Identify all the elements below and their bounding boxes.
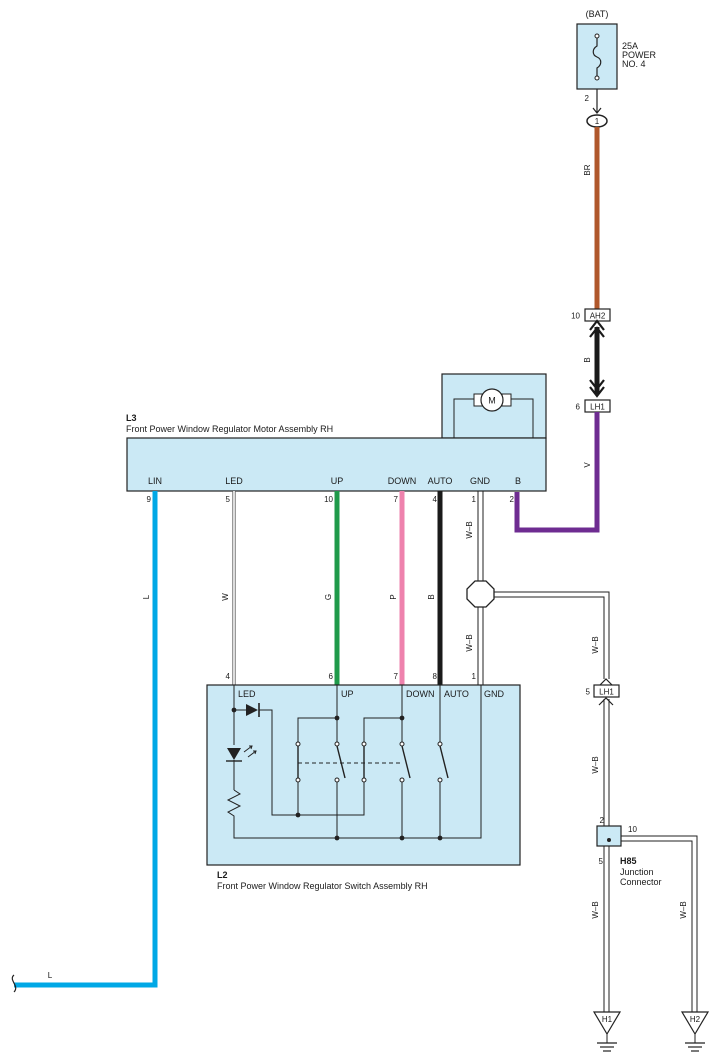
ground-triangle-icon: [680, 1011, 710, 1036]
connector-ah2: AH2 10: [571, 308, 611, 322]
fuse-source-label: (BAT): [586, 9, 609, 19]
wire-p-label: P: [389, 594, 398, 599]
fuse-rating: 25A: [622, 41, 638, 51]
wire-br-label: BR: [583, 164, 592, 175]
wire-b-mid-label: B: [427, 594, 436, 599]
switch-terminal-up: UP: [341, 689, 354, 699]
wire-wb-gnd: [477, 491, 484, 685]
splice-point: [466, 580, 495, 608]
wire-l-label: L: [142, 594, 151, 599]
connector-lh1-top-label: LH1: [590, 403, 605, 412]
fuse-name-line2: NO. 4: [622, 59, 646, 69]
switch-assembly: 4 6 7 8 1 LED UP DOWN AUTO GND: [206, 672, 521, 891]
motor-pin-gnd: 1: [472, 495, 477, 504]
switch-terminal-auto: AUTO: [444, 689, 469, 699]
connector-lh1-mid-pin: 5: [586, 688, 591, 697]
motor-terminal-b: B: [515, 476, 521, 486]
motor-pin-lin: 9: [147, 495, 152, 504]
junction-pin-10: 10: [628, 825, 637, 834]
motor-terminal-lin: LIN: [148, 476, 162, 486]
motor-pin-led: 5: [226, 495, 231, 504]
switch-code: L2: [217, 870, 228, 880]
connector-lh1-top: LH1 6: [576, 399, 611, 413]
switch-pin-gnd: 1: [472, 672, 477, 681]
switch-terminal-down: DOWN: [406, 689, 435, 699]
motor-code: L3: [126, 413, 137, 423]
wire-w-label: W: [221, 593, 230, 601]
motor-pin-down: 7: [394, 495, 399, 504]
junction-box: [596, 825, 622, 847]
wire-wb-right3-label: W–B: [591, 901, 600, 918]
switch-terminal-gnd: GND: [484, 689, 505, 699]
ground-h2-label: H2: [690, 1015, 701, 1024]
connector-ah2-label: AH2: [590, 312, 606, 321]
wire-wb-h1: [603, 846, 610, 1012]
motor-connector-box: [126, 437, 547, 492]
motor-terminal-up: UP: [331, 476, 344, 486]
junction-name-line1: Junction: [620, 867, 654, 877]
wire-wb-h2: [621, 835, 698, 1012]
switch-terminal-led: LED: [238, 689, 256, 699]
connector-ah2-pin: 10: [571, 312, 580, 321]
wire-wb-right: [494, 591, 610, 679]
motor-symbol: M: [488, 396, 496, 406]
fuse-name-line1: POWER: [622, 50, 657, 60]
wire-wb-right1-label: W–B: [591, 636, 600, 653]
wire-l-bottom-label: L: [48, 971, 53, 980]
motor-terminal-led: LED: [225, 476, 243, 486]
switch-pin-led: 4: [226, 672, 231, 681]
fuse-pin: 2: [585, 94, 590, 103]
motor-assembly: M L3 Front Power Window Regulator Motor …: [126, 373, 547, 504]
indicator-led-icon: [227, 748, 241, 760]
inline-connector-pin: 1: [595, 117, 600, 126]
switch-name: Front Power Window Regulator Switch Asse…: [217, 881, 428, 891]
motor-pin-auto: 4: [433, 495, 438, 504]
switch-pin-down: 7: [394, 672, 399, 681]
ground-triangle-icon: [592, 1011, 622, 1036]
motor-pin-up: 10: [324, 495, 333, 504]
ground-h2: H2: [680, 1011, 710, 1052]
wire-v-label: V: [583, 462, 592, 468]
wire-wb-right2-label: W–B: [591, 756, 600, 773]
connector-lh1-mid: LH1 5: [586, 684, 620, 698]
inline-connector: 1: [586, 114, 608, 128]
motor-pin-b: 2: [510, 495, 515, 504]
ground-h1: H1: [592, 1011, 622, 1052]
ground-h1-label: H1: [602, 1015, 613, 1024]
junction-name-line2: Connector: [620, 877, 662, 887]
wire-g-label: G: [324, 594, 333, 600]
wire-wb-mid-label: W–B: [465, 634, 474, 651]
motor-name: Front Power Window Regulator Motor Assem…: [126, 424, 333, 434]
diode-icon: [246, 704, 258, 716]
switch-pin-auto: 8: [433, 672, 438, 681]
connector-lh1-mid-label: LH1: [599, 688, 614, 697]
motor-icon: [480, 388, 504, 412]
wire-l-break-icon: [11, 974, 17, 993]
switch-internal-circuit: [226, 685, 482, 839]
wire-l: [14, 491, 158, 988]
junction-connector: 2 10 5 H85 Junction Connector: [596, 816, 662, 887]
fuse-icon: [592, 36, 602, 78]
wire-wb-top-label: W–B: [465, 521, 474, 538]
motor-terminal-gnd: GND: [470, 476, 491, 486]
junction-pin-2: 2: [600, 816, 605, 825]
wire-wb-to-junction: [603, 699, 610, 826]
switch-contacts-icon: [297, 745, 449, 779]
connector-lh1-top-pin: 6: [576, 403, 581, 412]
wire-wb-right4-label: W–B: [679, 901, 688, 918]
wire-b-top-label: B: [583, 357, 592, 362]
fuse: (BAT) 25A POWER NO. 4 2: [576, 9, 657, 103]
junction-code: H85: [620, 856, 637, 866]
junction-pin-5: 5: [599, 857, 604, 866]
switch-pin-up: 6: [329, 672, 334, 681]
motor-terminal-auto: AUTO: [428, 476, 453, 486]
motor-terminal-down: DOWN: [388, 476, 417, 486]
wire-v: [514, 412, 600, 533]
